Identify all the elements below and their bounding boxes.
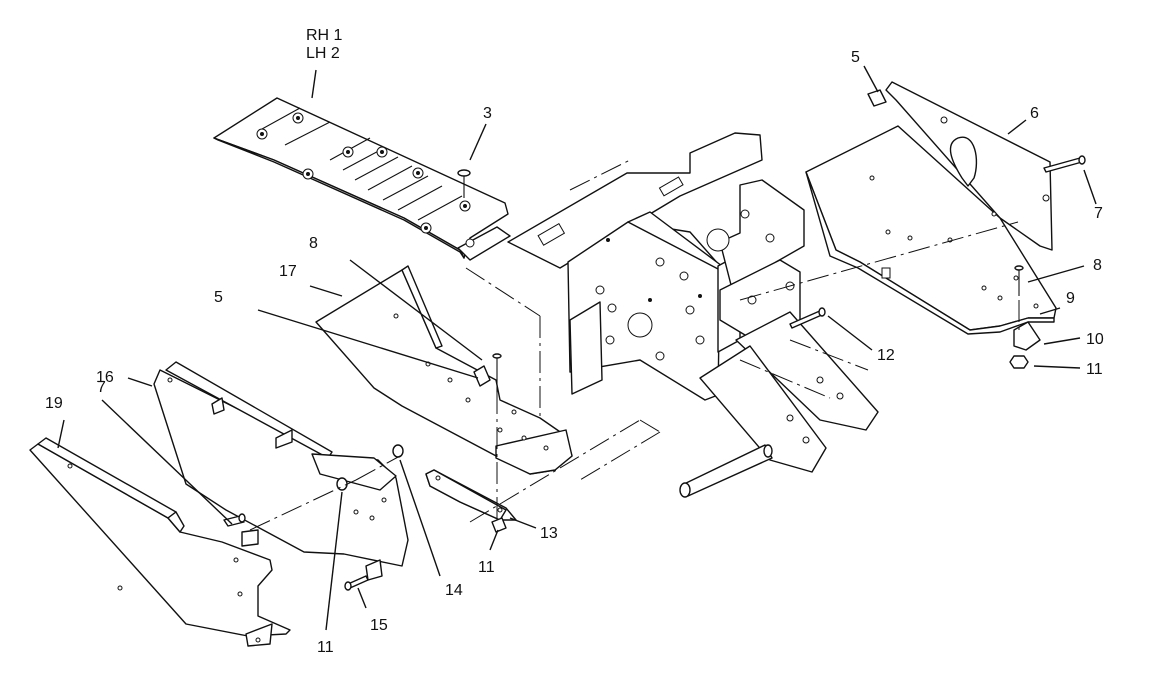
label-16: 16	[96, 369, 114, 386]
leader-lines	[57, 65, 1097, 631]
right-lower-panel	[805, 125, 1057, 335]
label-13: 13	[540, 525, 558, 542]
assembly-lines	[249, 159, 1020, 531]
label-11-right: 11	[1086, 361, 1103, 378]
label-3: 3	[483, 105, 492, 122]
far-left-panel	[29, 437, 291, 647]
right-hardware	[789, 89, 1086, 369]
label-9: 9	[1066, 290, 1075, 307]
label-rh-1: RH 1	[306, 27, 343, 44]
label-15: 15	[370, 617, 388, 634]
main-frame	[507, 132, 879, 498]
label-7-right: 7	[1094, 205, 1103, 222]
bracket-13	[425, 469, 517, 533]
label-10: 10	[1086, 331, 1104, 348]
label-8-right: 8	[1093, 257, 1102, 274]
label-5-top: 5	[851, 49, 860, 66]
label-8-left: 8	[309, 235, 318, 252]
foot-plate	[213, 97, 511, 261]
label-5-left: 5	[214, 289, 223, 306]
label-6: 6	[1030, 105, 1039, 122]
callout-labels: RH 1 LH 2 3 5 6 7 8 9 10 11 12 8 17 5 16…	[45, 27, 1104, 656]
label-12: 12	[877, 347, 895, 364]
label-19: 19	[45, 395, 63, 412]
label-17: 17	[279, 263, 297, 280]
label-11-bottom: 11	[317, 639, 334, 656]
right-upper-panel	[885, 81, 1053, 251]
left-panel	[153, 361, 409, 581]
label-11-mid: 11	[478, 559, 495, 576]
axle	[679, 444, 773, 498]
label-lh-2: LH 2	[306, 45, 340, 62]
label-14: 14	[445, 582, 463, 599]
label-7-left: 7	[97, 379, 106, 396]
center-left-panel	[315, 265, 573, 475]
